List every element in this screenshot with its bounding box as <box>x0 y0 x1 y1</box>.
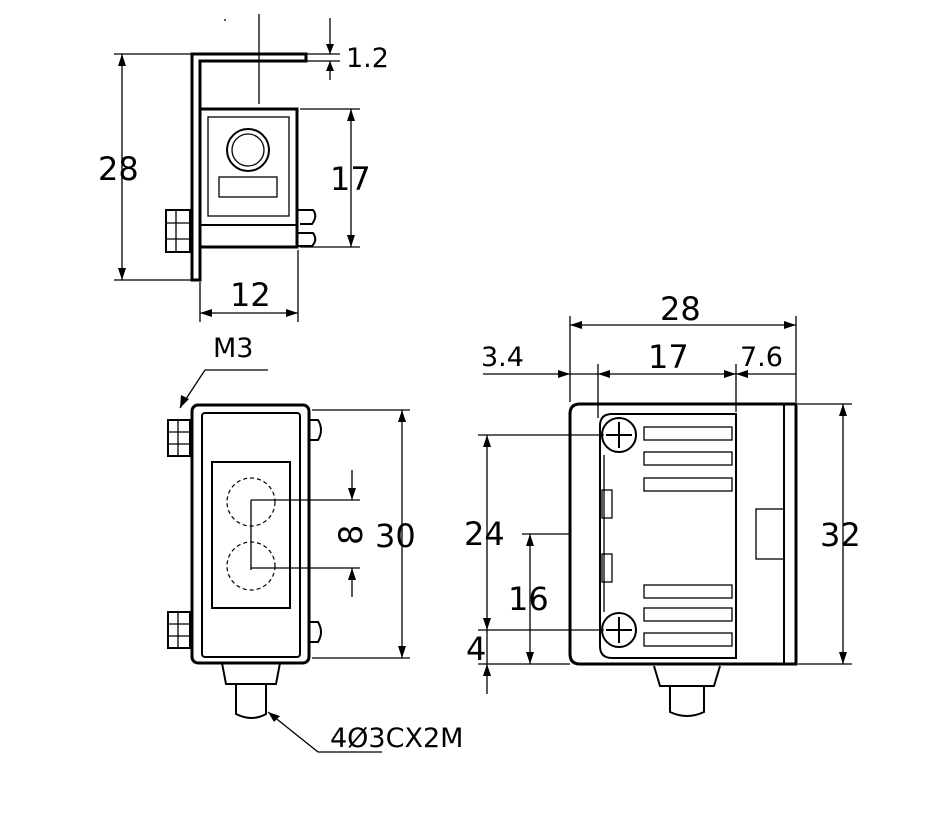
right-tab <box>297 209 317 247</box>
side-cable <box>669 686 705 717</box>
width-label: 12 <box>230 276 271 314</box>
front-height-label: 30 <box>375 517 416 555</box>
cable-gland <box>221 662 281 685</box>
top-view: 1.2 28 17 12 <box>98 14 389 322</box>
lens-spacing-label: 8 <box>332 525 370 545</box>
lens-window <box>211 461 291 609</box>
offset-right-label: 7.6 <box>740 342 783 373</box>
sensor-height-label: 16 <box>508 580 549 618</box>
lens-inner <box>231 133 265 167</box>
side-label-window <box>755 508 785 560</box>
thickness-label: 1.2 <box>346 43 389 74</box>
screw-label: M3 <box>213 333 253 364</box>
side-height-label: 32 <box>820 516 861 554</box>
cable <box>235 684 267 719</box>
side-body <box>568 402 798 666</box>
screw-top <box>167 419 191 457</box>
bracket-panel <box>599 413 737 659</box>
indicator-window <box>218 176 278 198</box>
side-width-label: 28 <box>660 290 701 328</box>
hole-spacing-label: 24 <box>464 515 505 553</box>
screw-bottom <box>167 611 191 649</box>
lens-outer <box>226 128 270 172</box>
top-height-label: 28 <box>98 150 139 188</box>
nut <box>165 209 191 253</box>
offset-left-label: 3.4 <box>481 342 524 373</box>
sensor-face <box>207 116 290 217</box>
offset-mid-label: 17 <box>648 338 689 376</box>
cable-label: 4Ø3CX2M <box>330 723 463 754</box>
side-cable-gland <box>653 665 721 687</box>
sensor-body <box>198 107 299 249</box>
bottom-offset-label: 4 <box>466 630 486 668</box>
cooling-fins <box>643 426 733 647</box>
side-view: 28 3.4 17 7.6 32 24 16 <box>464 290 861 717</box>
body-height-label: 17 <box>330 160 371 198</box>
body-bottom <box>200 224 298 247</box>
front-body <box>190 403 311 665</box>
front-view: M3 8 30 4Ø3CX2M <box>167 333 463 754</box>
